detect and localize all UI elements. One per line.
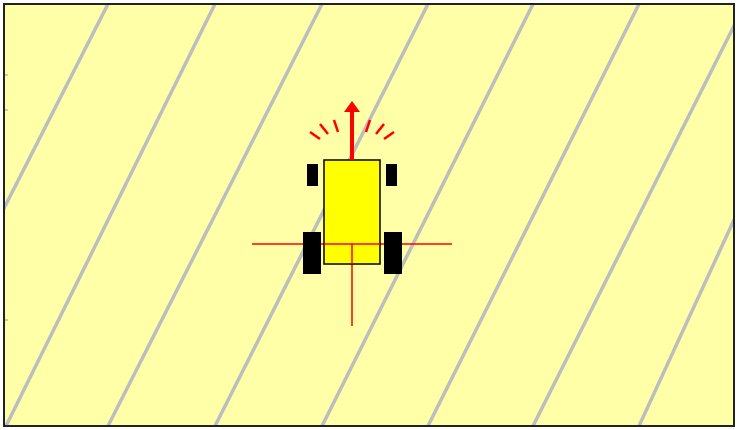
signal-mark [364, 119, 372, 133]
signal-mark [332, 119, 340, 133]
signal-mark [375, 123, 385, 135]
field-line [4, 4, 110, 213]
field-lines [4, 4, 734, 426]
heading-arrow-head [344, 101, 360, 112]
heading-arrow-icon [309, 101, 395, 160]
front-left-wheel [307, 164, 318, 186]
field-line [213, 4, 430, 426]
front-right-wheel [386, 164, 397, 186]
field-line [106, 4, 324, 426]
field-line [426, 4, 641, 426]
signal-mark [309, 130, 321, 141]
signal-mark [319, 123, 329, 135]
robot-icon[interactable] [303, 159, 402, 274]
field-line [531, 21, 734, 426]
field-frame [3, 3, 735, 427]
rear-left-wheel [303, 232, 321, 274]
signal-mark [383, 130, 395, 141]
field-line [637, 215, 734, 426]
rear-right-wheel [384, 232, 402, 274]
field-line [320, 4, 535, 426]
field-line [4, 4, 217, 426]
